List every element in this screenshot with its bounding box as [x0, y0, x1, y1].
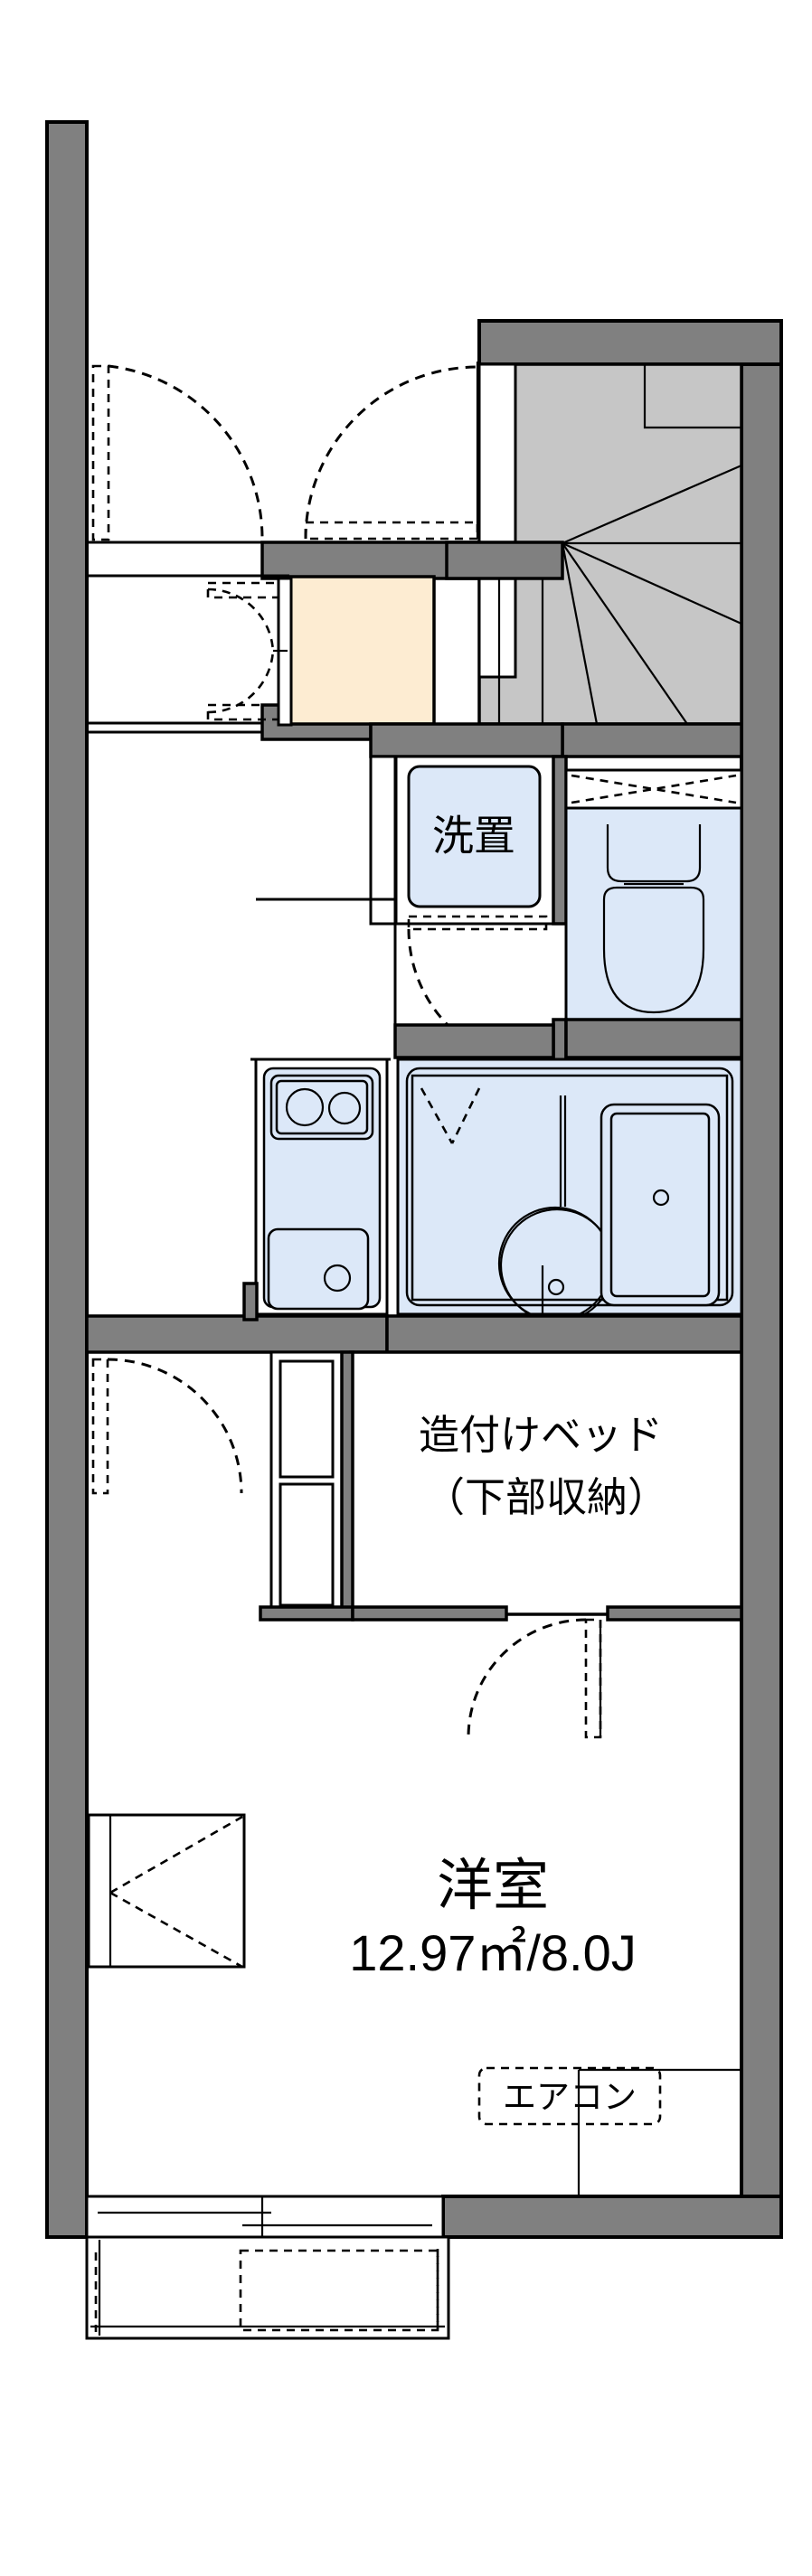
wall-below-washer: [393, 1023, 555, 1059]
exterior-wall-right: [740, 319, 783, 2239]
closet-shelf: [269, 1350, 344, 1616]
kitchen-counter: [250, 1058, 391, 1316]
main-room-area: 12.97㎡/8.0J: [349, 1924, 637, 1981]
built-in-bed: 造付けベッド （下部収納）: [349, 1350, 743, 1616]
built-in-bed-label-line2: （下部収納）: [424, 1473, 668, 1521]
genkan-double-door: [206, 577, 293, 727]
hall-strip: [369, 755, 398, 926]
kitchen-wall-stub: [242, 1282, 259, 1321]
interior-wall-under-stairs: [561, 722, 743, 758]
partition-washer-toilet: [552, 755, 568, 926]
main-room: 洋室 12.97㎡/8.0J: [349, 1852, 637, 1981]
interior-wall-below-kitchen: [85, 1314, 389, 1354]
toilet-room: [564, 768, 743, 1021]
air-conditioner: エアコン: [477, 2066, 741, 2196]
exterior-wall-bottom: [441, 2195, 783, 2239]
bed-bottom-wall-left: [351, 1605, 508, 1622]
bed-bottom-wall-right: [606, 1605, 743, 1622]
winder-staircase: [445, 362, 743, 726]
partition-lower: [552, 1018, 568, 1065]
washing-machine-space: 洗置: [393, 755, 555, 926]
room-entry-door: [87, 1350, 243, 1495]
built-in-bed-label-line1: 造付けベッド: [419, 1411, 663, 1459]
unit-bath: [396, 1058, 743, 1323]
bedroom-door: [467, 1618, 602, 1739]
washer-label: 洗置: [432, 812, 515, 860]
exterior-wall-top: [477, 319, 783, 366]
exterior-wall-left: [45, 120, 89, 2239]
closet-bottom-wall: [259, 1605, 354, 1622]
bed-partition: [340, 1350, 354, 1616]
balcony: [85, 2235, 450, 2340]
aircon-label: エアコン: [503, 2078, 637, 2117]
entrance-door-right: [304, 362, 479, 541]
entrance-tile: [288, 575, 436, 726]
wall-closet: [87, 1813, 246, 1969]
entrance-door-left: [91, 364, 264, 541]
interior-wall-below-bath: [385, 1314, 743, 1354]
wall-below-toilet: [564, 1018, 743, 1059]
interior-wall-mid-top: [369, 722, 564, 758]
main-room-name: 洋室: [437, 1852, 549, 1918]
